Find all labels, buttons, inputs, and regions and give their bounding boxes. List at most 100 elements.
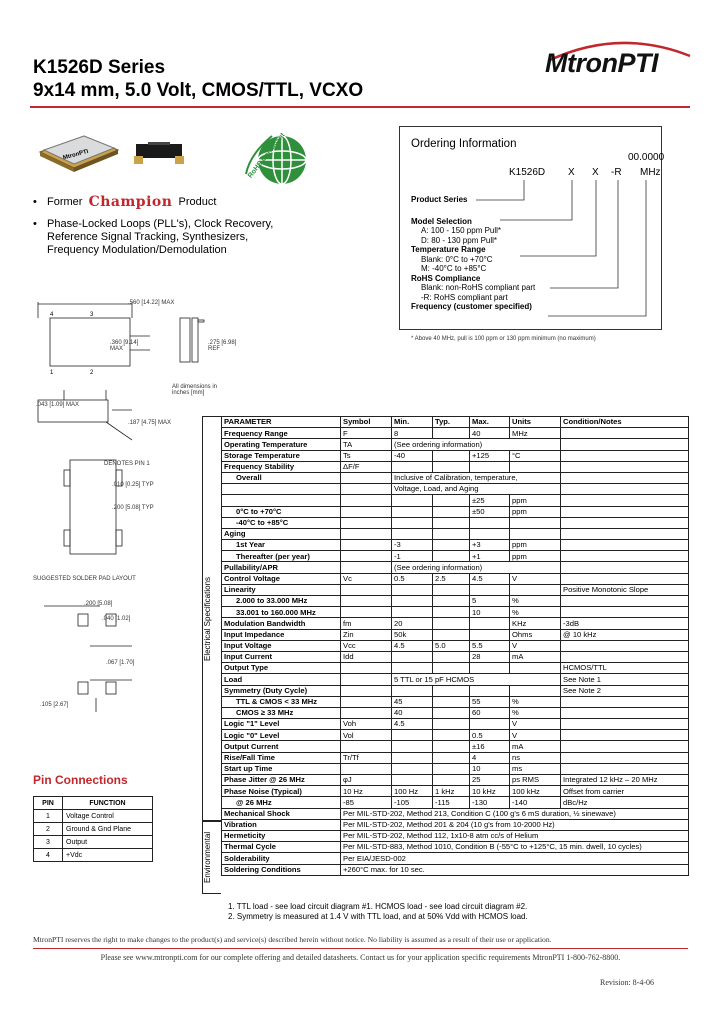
env-value-cell: Per MIL-STD-202, Method 213, Condition C… <box>340 807 689 820</box>
spec-header-cell: Typ. <box>432 415 470 429</box>
spec-cell: +3 <box>469 539 510 552</box>
ord-model-selection: Model Selection <box>411 216 472 226</box>
spec-param-cell <box>221 494 341 507</box>
spec-cell <box>560 650 689 664</box>
spec-cell <box>560 561 689 574</box>
ord-temp-range: Temperature Range <box>411 245 486 254</box>
ordering-model: K1526D <box>509 167 546 178</box>
spec-cell: Voh <box>340 718 392 731</box>
ord-a-line: A: 100 - 150 ppm Pull* <box>421 226 502 235</box>
spec-cell: V <box>509 639 561 652</box>
spec-param-cell: Storage Temperature <box>221 449 341 462</box>
spec-cell <box>560 550 689 563</box>
spec-cell: ppm <box>509 494 561 507</box>
spec-cell <box>340 561 392 574</box>
spec-cell: % <box>509 706 561 720</box>
spec-cell: 5 <box>469 594 510 608</box>
spec-cell <box>560 594 689 608</box>
spec-param-cell: 1st Year <box>221 539 341 552</box>
spec-cell <box>432 527 470 541</box>
spec-cell <box>560 505 689 518</box>
spec-cell <box>560 751 689 764</box>
spec-param-cell: Input Voltage <box>221 639 341 652</box>
spec-cell: Positive Monotonic Slope <box>560 583 689 597</box>
spec-row: Symmetry (Duty Cycle)See Note 2 <box>221 684 689 697</box>
spec-cell <box>340 516 392 529</box>
spec-param-cell: Overall <box>221 471 341 485</box>
ordering-box <box>399 126 662 330</box>
spec-cell <box>391 460 433 473</box>
spec-param-cell: Input Current <box>221 650 341 664</box>
spec-cell <box>391 583 433 597</box>
spec-cell <box>560 740 689 753</box>
spec-cell <box>391 762 433 776</box>
series-title: K1526D Series <box>33 57 166 78</box>
spec-cell <box>340 505 392 518</box>
ord-r-rohs: -R: RoHS compliant part <box>421 292 508 302</box>
spec-cell: 10 <box>469 762 510 776</box>
spec-cell: 40 <box>469 427 510 440</box>
spec-cell: -105 <box>391 796 433 809</box>
spec-cell <box>340 706 392 720</box>
env-value-cell: Per MIL-STD-202, Method 201 & 204 (10 g'… <box>340 818 689 831</box>
env-param-cell: Thermal Cycle <box>221 841 341 854</box>
spec-cell <box>340 695 392 708</box>
env-label-box: Environmental <box>202 820 221 894</box>
series-subtitle: 9x14 mm, 5.0 Volt, CMOS/TTL, VCXO <box>33 80 364 101</box>
dim-length: .560 [14.22] MAX <box>128 300 175 306</box>
spec-param-cell: Aging <box>221 527 341 541</box>
spec-cell: +125 <box>469 449 510 462</box>
spec-cell <box>340 583 392 597</box>
ordering-mhz: MHz <box>640 167 661 178</box>
feature-bullets: • Former Champion Product • Phase-Locked… <box>33 194 283 257</box>
spec-param-cell: Logic "0" Level <box>221 729 341 742</box>
spec-cell <box>560 516 689 529</box>
spec-cell: 5.5 <box>469 639 510 652</box>
spec-param-cell: Control Voltage <box>221 572 341 585</box>
spec-cell: (See ordering information) <box>391 561 561 574</box>
spec-cell: -3dB <box>560 617 689 630</box>
spec-cell: 0.5 <box>469 729 510 742</box>
spec-cell: ppm <box>509 539 561 552</box>
spec-cell: 10 <box>469 606 510 619</box>
spec-cell: fm <box>340 617 392 630</box>
spec-cell <box>560 483 689 496</box>
footnote-2: 2. Symmetry is measured at 1.4 V with TT… <box>228 912 528 921</box>
pin-number: 4 <box>33 848 63 862</box>
spec-cell: 4.5 <box>469 572 510 585</box>
pin-function: Output <box>62 835 153 849</box>
spec-cell <box>340 662 392 675</box>
spec-cell <box>560 718 689 731</box>
mtronpti-logo: MtronPTI <box>545 48 658 78</box>
spec-cell <box>509 460 561 473</box>
ord-d-line: D: 80 - 130 ppm Pull* <box>421 235 498 245</box>
spec-cell: 8 <box>391 427 433 440</box>
spec-cell: Tr/Tf <box>340 751 392 764</box>
champion-logo: Champion <box>88 194 173 210</box>
solder-dim3: .067 [1.70] <box>106 660 135 666</box>
spec-cell: ppm <box>509 550 561 563</box>
spec-cell: 28 <box>469 650 510 664</box>
spec-cell: -85 <box>340 796 392 809</box>
spec-cell: ns <box>509 751 561 764</box>
ordering-leader-lines <box>476 180 647 317</box>
spec-cell <box>560 695 689 708</box>
spec-cell: Vc <box>340 572 392 585</box>
spec-cell <box>391 740 433 753</box>
ordering-x1: X <box>568 167 575 178</box>
spec-cell <box>340 539 392 552</box>
env-spec-label: Environmental <box>203 831 212 883</box>
spec-cell: V <box>509 729 561 742</box>
spec-cell <box>560 762 689 776</box>
spec-param-cell: Pullability/APR <box>221 561 341 574</box>
spec-cell: % <box>509 695 561 708</box>
